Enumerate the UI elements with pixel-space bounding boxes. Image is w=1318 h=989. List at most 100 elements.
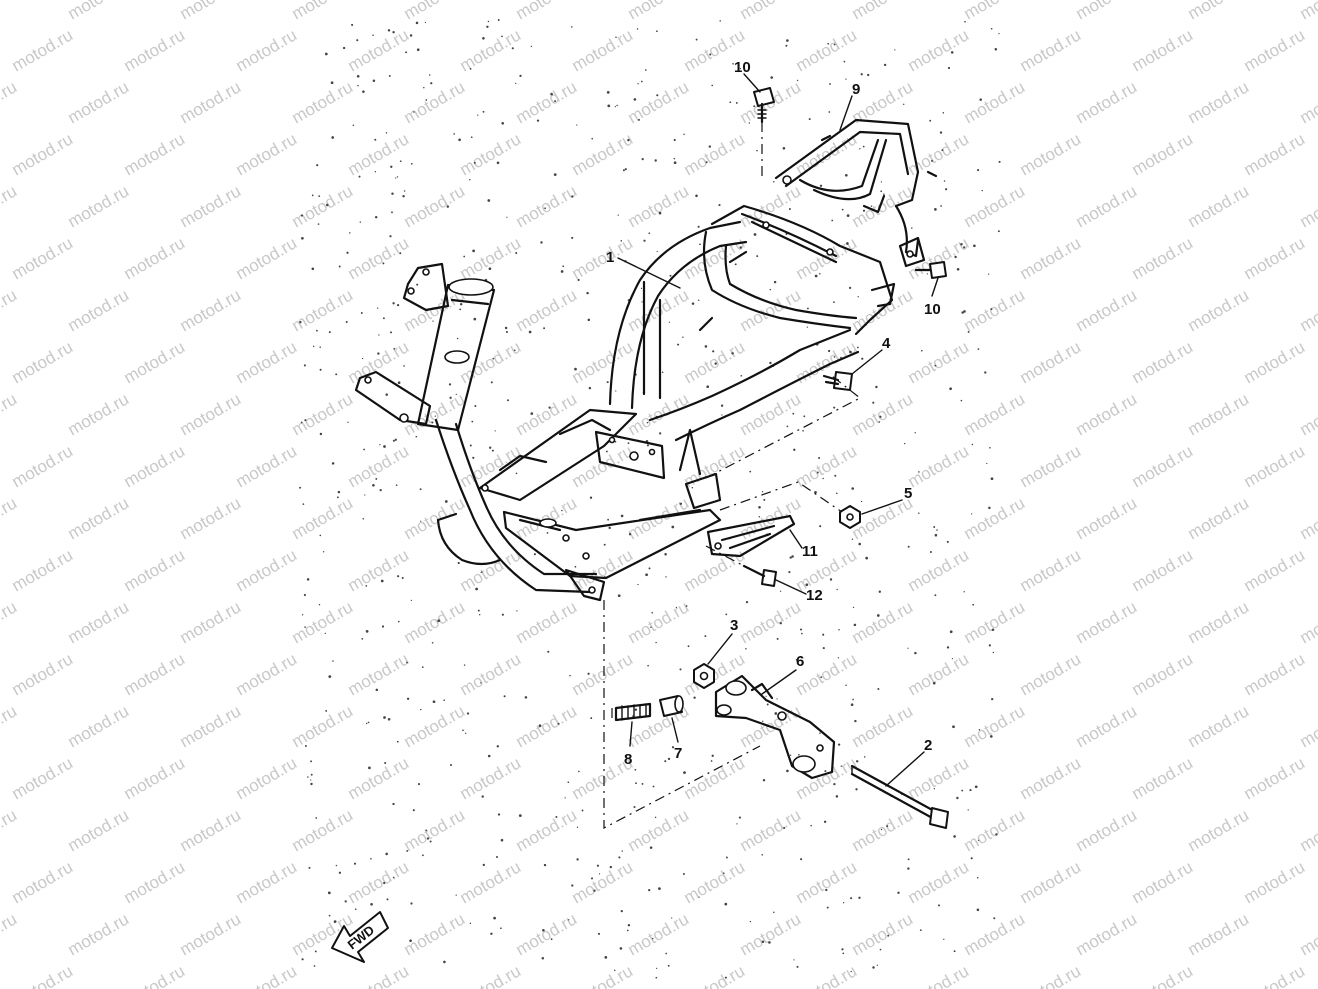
speckle-dot	[338, 265, 341, 268]
speckle-dot	[415, 21, 419, 25]
speckle-dot	[762, 778, 766, 782]
speckle-dot	[304, 419, 307, 422]
speckle-dot	[604, 956, 608, 959]
speckle-dot	[444, 500, 448, 503]
watermark-text: motod.ru	[401, 77, 469, 127]
speckle-dot	[490, 381, 493, 384]
speckle-dot	[482, 110, 485, 113]
watermark-text: motod.ru	[289, 77, 357, 127]
speckle-dot	[954, 255, 957, 259]
collar-7	[659, 695, 684, 717]
watermark-text: motod.ru	[177, 181, 245, 231]
speckle-dot	[379, 443, 381, 446]
watermark-text: motod.ru	[65, 389, 133, 439]
watermark-text: motod.ru	[401, 701, 469, 751]
speckle-dot	[976, 876, 979, 879]
speckle-dot	[365, 722, 368, 725]
speckle-dot	[487, 20, 490, 23]
watermark-text: motod.ru	[0, 181, 20, 231]
speckle-dot	[396, 303, 400, 307]
speckle-dot	[300, 421, 303, 424]
watermark-text: motod.ru	[457, 649, 525, 699]
watermark-text: motod.ru	[1297, 493, 1318, 543]
speckle-dot	[412, 809, 415, 812]
speckle-dot	[359, 221, 362, 223]
speckle-dot	[304, 745, 307, 747]
speckle-dot	[493, 916, 496, 920]
speckle-dot	[907, 647, 909, 649]
speckle-dot	[947, 66, 951, 70]
speckle-dot	[491, 449, 494, 452]
speckle-dot	[658, 887, 661, 890]
speckle-dot	[466, 712, 470, 715]
speckle-dot	[496, 161, 500, 165]
speckle-dot	[388, 74, 391, 77]
speckle-dot	[620, 240, 623, 242]
speckle-dot	[974, 785, 978, 789]
watermark-text: motod.ru	[0, 77, 20, 127]
watermark-text: motod.ru	[289, 0, 357, 23]
watermark-text: motod.ru	[1297, 805, 1318, 855]
speckle-dot	[473, 317, 477, 321]
speckle-dot	[548, 406, 551, 409]
speckle-dot	[511, 47, 514, 50]
speckle-dot	[474, 404, 477, 408]
speckle-dot	[949, 387, 952, 391]
watermark-text: motod.ru	[457, 25, 525, 75]
speckle-dot	[568, 919, 570, 921]
watermark-text: motod.ru	[793, 857, 861, 907]
watermark-text: motod.ru	[1073, 493, 1141, 543]
speckle-dot	[748, 122, 750, 124]
watermark-text: motod.ru	[737, 0, 805, 23]
speckle-dot	[683, 771, 686, 774]
watermark-text: motod.ru	[65, 285, 133, 335]
watermark-text: motod.ru	[513, 77, 581, 127]
callout-11: 11	[802, 543, 818, 560]
speckle-dot	[964, 20, 966, 23]
speckle-dot	[801, 632, 803, 635]
speckle-dot	[691, 302, 695, 305]
speckle-dot	[756, 149, 758, 152]
speckle-dot	[933, 526, 936, 528]
watermark-text: motod.ru	[345, 233, 413, 283]
speckle-dot	[540, 241, 543, 244]
speckle-dot	[377, 352, 380, 355]
speckle-dot	[833, 43, 836, 46]
speckle-dot	[396, 176, 399, 178]
watermark-text: motod.ru	[121, 233, 189, 283]
speckle-dot	[880, 190, 883, 193]
watermark-text: motod.ru	[1129, 649, 1197, 699]
speckle-dot	[349, 232, 351, 234]
speckle-dot	[576, 124, 578, 126]
speckle-dot	[987, 273, 990, 275]
speckle-dot	[487, 199, 491, 202]
speckle-dot	[464, 732, 467, 735]
speckle-dot	[718, 204, 721, 207]
speckle-dot	[788, 571, 791, 574]
speckle-dot	[956, 267, 960, 271]
speckle-dot	[992, 651, 995, 654]
speckle-dot	[492, 357, 495, 360]
watermark-text: motod.ru	[961, 77, 1029, 127]
watermark-text: motod.ru	[1241, 961, 1309, 989]
watermark-text: motod.ru	[0, 597, 20, 647]
speckle-dot	[421, 666, 424, 668]
watermark-text: motod.ru	[625, 181, 693, 231]
watermark-text: motod.ru	[1241, 441, 1309, 491]
speckle-dot	[875, 385, 878, 389]
speckle-dot	[649, 846, 653, 849]
speckle-dot	[426, 837, 430, 840]
watermark-text: motod.ru	[177, 909, 245, 959]
speckle-dot	[664, 760, 667, 763]
speckle-dot	[515, 251, 518, 255]
callouts: 1 2 3 4 5 6 7 8 9 10 10 11 12	[606, 59, 941, 768]
speckle-dot	[328, 675, 332, 678]
watermark-text: motod.ru	[233, 857, 301, 907]
speckle-dot	[574, 565, 577, 568]
speckle-dot	[769, 361, 772, 365]
watermark-text: motod.ru	[737, 805, 805, 855]
speckle-dot	[988, 506, 991, 510]
speckle-dot	[627, 442, 630, 445]
watermark-text: motod.ru	[513, 285, 581, 335]
watermark-text: motod.ru	[569, 857, 637, 907]
